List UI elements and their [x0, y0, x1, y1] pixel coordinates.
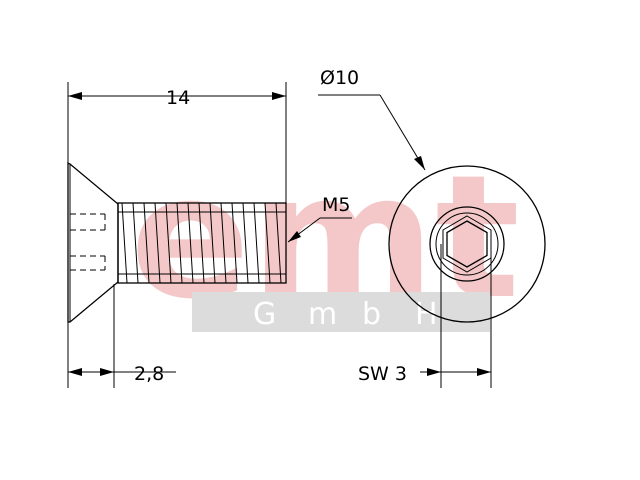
thread-line: [242, 202, 249, 284]
length-arrow-left: [68, 92, 82, 100]
watermark: emt G m b H: [130, 139, 520, 337]
thread-line: [198, 202, 205, 284]
watermark-letter-m: m: [308, 297, 339, 332]
screw-end-view: [388, 165, 546, 323]
watermark-letter-h: H: [415, 297, 440, 332]
thread-line: [275, 202, 282, 284]
diameter-callout: Ø10: [318, 67, 426, 171]
watermark-letter-b: b: [362, 297, 383, 332]
thread-line: [187, 202, 194, 284]
thread-label: M5: [322, 194, 350, 216]
sw-arrow-right: [477, 368, 491, 376]
thread-line: [231, 202, 238, 284]
screw-shank-outline: [117, 202, 287, 284]
hex-socket: [446, 220, 488, 268]
thread-line: [209, 202, 216, 284]
head-height-dimension: 2,8: [67, 284, 176, 388]
thread-line: [121, 202, 128, 284]
thread-line: [154, 202, 161, 284]
length-arrow-right: [272, 92, 286, 100]
thread-line: [220, 202, 227, 284]
watermark-band: [192, 292, 490, 332]
thread-line: [253, 202, 260, 284]
head-height-label: 2,8: [134, 363, 164, 385]
thread-line: [165, 202, 172, 284]
head-height-arrow-left: [68, 368, 82, 376]
sw-arrow-left: [427, 368, 441, 376]
thread-line: [176, 202, 183, 284]
hex-socket-inner: [442, 215, 492, 273]
socket-inner-circle: [435, 212, 499, 276]
sw-label: SW 3: [358, 363, 407, 385]
socket-outer-circle: [429, 206, 505, 282]
thread-lines: [121, 202, 282, 284]
head-height-arrow-right: [100, 368, 114, 376]
screw-head-outline: [67, 161, 119, 323]
hex-socket-dimension: SW 3: [358, 244, 492, 388]
screw-side-view: [67, 161, 287, 323]
diameter-label: Ø10: [320, 67, 359, 89]
thread-line: [143, 202, 150, 284]
thread-line: [264, 202, 271, 284]
thread-callout: M5: [287, 194, 352, 243]
watermark-letter-g: G: [253, 297, 278, 332]
length-dimension-label: 14: [166, 87, 190, 109]
head-outer-circle: [388, 165, 546, 323]
diameter-leader-arrow: [414, 156, 425, 170]
thread-leader-arrow: [288, 231, 301, 242]
thread-line: [132, 202, 139, 284]
length-dimension: 14: [67, 82, 287, 203]
